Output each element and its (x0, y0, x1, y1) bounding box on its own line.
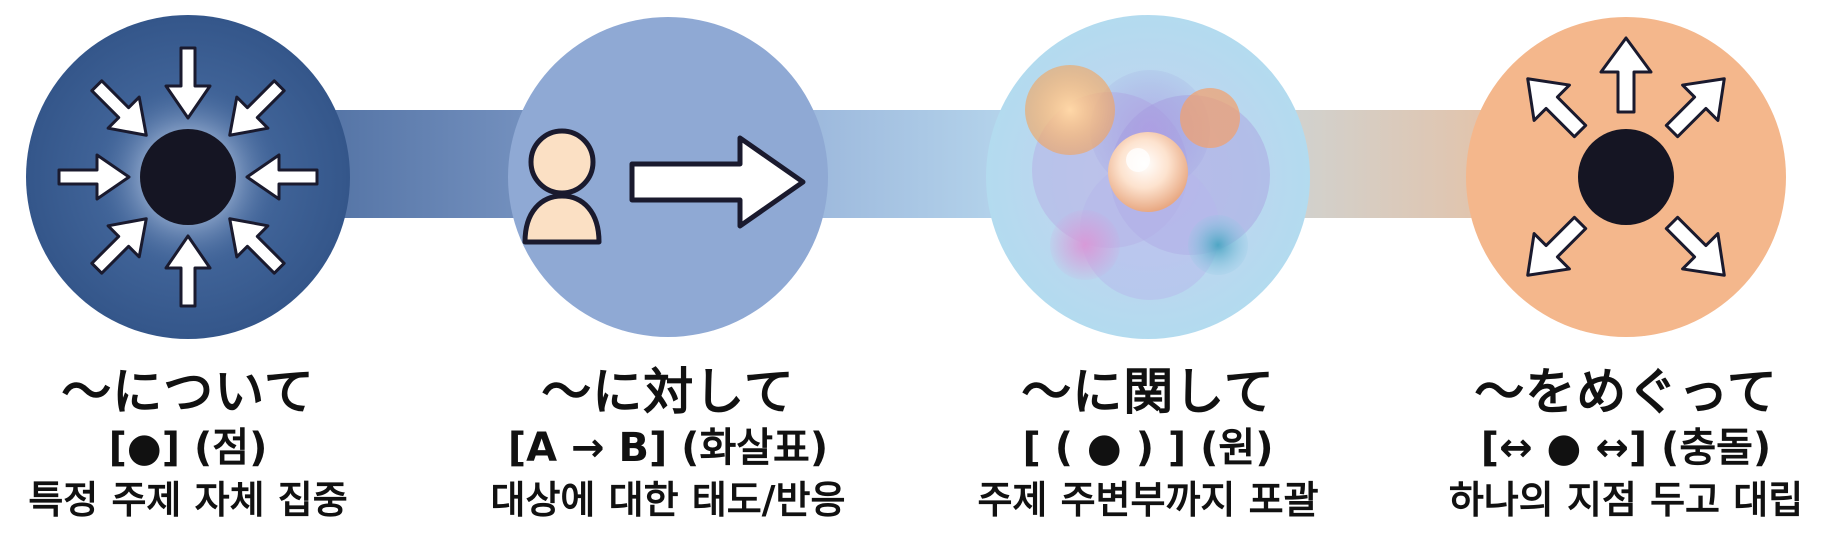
connector-band (180, 110, 1660, 218)
person-arrow-icon (522, 128, 806, 245)
node-1 (26, 15, 350, 339)
caption-description: 대상에 대한 태도/반응 (490, 478, 846, 522)
caption-symbol: [●] (점) (108, 425, 268, 471)
center-pearl (1108, 132, 1188, 212)
center-dot (1578, 129, 1674, 225)
diverging-arrows-icon (1508, 36, 1744, 295)
caption-symbol: [↔ ● ↔] (충돌) (1480, 425, 1772, 471)
caption-title: ～をめぐって (1474, 363, 1778, 421)
caption-4: ～をめぐって [↔ ● ↔] (충돌) 하나의 지점 두고 대립 (1416, 362, 1836, 526)
node-2 (508, 17, 828, 337)
caption-2: ～に対して [A → B] (화살표) 대상에 대한 태도/반응 (458, 362, 878, 526)
person-icon (528, 128, 596, 196)
caption-symbol: [ ( ● ) ] (원) (1022, 425, 1274, 471)
node-3 (986, 15, 1310, 339)
caption-description: 특정 주제 자체 집중 (28, 478, 348, 522)
caption-description: 하나의 지점 두고 대립 (1448, 478, 1804, 522)
converging-arrows-icon (57, 46, 319, 308)
bubbles-icon (1025, 65, 1270, 300)
caption-title: ～に関して (1021, 363, 1275, 421)
caption-description: 주제 주변부까지 포괄 (977, 478, 1319, 522)
caption-title: ～について (61, 363, 315, 421)
person-body (522, 193, 602, 245)
caption-3: ～に関して [ ( ● ) ] (원) 주제 주변부까지 포괄 (938, 362, 1358, 526)
caption-title: ～に対して (541, 363, 795, 421)
caption-symbol: [A → B] (화살표) (507, 425, 829, 471)
right-arrow-icon (629, 135, 806, 229)
node-4 (1466, 17, 1786, 337)
center-dot (140, 129, 236, 225)
caption-1: ～について [●] (점) 특정 주제 자체 집중 (0, 362, 398, 526)
